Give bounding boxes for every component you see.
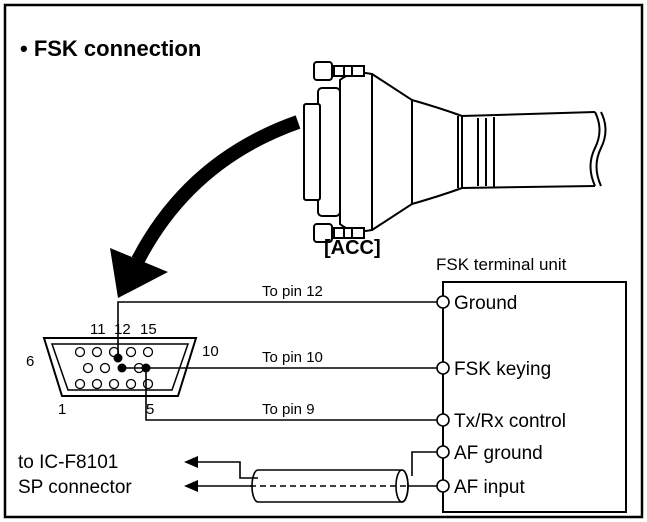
outer-border	[3, 3, 644, 519]
acc-connector-label: [ACC]	[324, 237, 381, 259]
arrow-to-radio-1	[184, 456, 198, 468]
diagram-title: • FSK connection	[20, 36, 201, 61]
wires	[117, 301, 437, 421]
wire-label-to-pin-10: To pin 10	[262, 349, 323, 366]
dsub-15-connector	[42, 337, 198, 397]
destination-line-2: SP connector	[18, 477, 132, 498]
terminal-af-ground-label: AF ground	[454, 443, 543, 464]
wire-label-to-pin-9: To pin 9	[262, 401, 315, 418]
pin-label-12: 12	[114, 321, 131, 338]
pin-label-15: 15	[140, 321, 157, 338]
pin-label-5: 5	[146, 401, 154, 418]
terminal-txrx-jack	[436, 413, 450, 427]
terminal-fsk-keying-label: FSK keying	[454, 359, 551, 380]
curved-arrow	[110, 115, 301, 298]
terminal-af-ground-jack	[436, 445, 450, 459]
terminal-unit-box	[442, 281, 627, 513]
terminal-txrx-label: Tx/Rx control	[454, 411, 566, 432]
destination-line-1: to IC-F8101	[18, 452, 118, 473]
pin-label-10: 10	[202, 343, 219, 360]
shielded-cable	[184, 451, 437, 503]
wire-label-to-pin-12: To pin 12	[262, 283, 323, 300]
terminal-unit-title: FSK terminal unit	[436, 255, 567, 274]
wire-pin-12	[117, 301, 437, 358]
terminal-ground-jack	[436, 295, 450, 309]
wire-pin-9	[122, 367, 437, 421]
acc-plug-illustration	[303, 61, 607, 243]
terminal-af-input-jack	[436, 479, 450, 493]
terminal-af-input-label: AF input	[454, 477, 525, 498]
terminal-fsk-keying-jack	[436, 361, 450, 375]
pin-label-11: 11	[90, 321, 106, 338]
terminal-ground-label: Ground	[454, 293, 517, 314]
pin-label-6: 6	[26, 353, 34, 370]
arrow-to-radio-2	[184, 480, 198, 492]
pin-label-1: 1	[58, 401, 66, 418]
